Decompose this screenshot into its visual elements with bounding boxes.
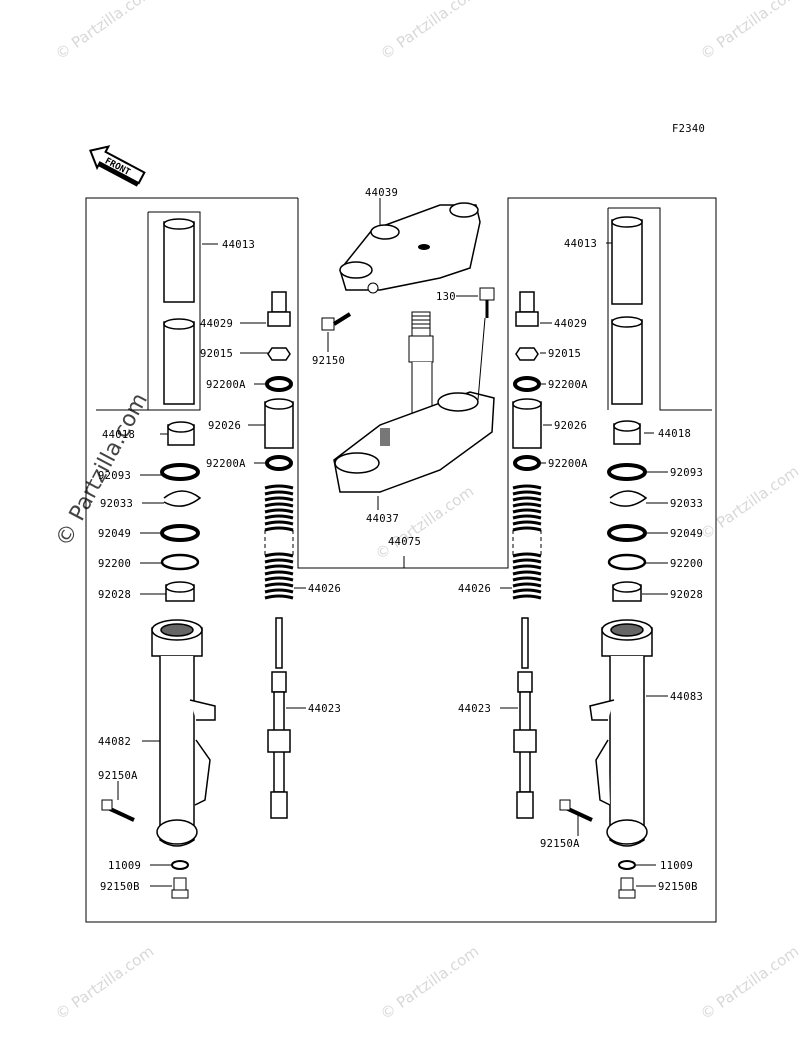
label-right-44023: 44023 [458, 703, 491, 715]
bolt-130-icon [477, 287, 495, 401]
right-fork-parts [607, 420, 648, 602]
label-left-92150B: 92150B [100, 881, 140, 893]
label-right-92200A-2: 92200A [548, 458, 588, 470]
right-center-column [512, 291, 542, 471]
label-right-44018: 44018 [658, 428, 691, 440]
label-right-92093: 92093 [670, 467, 703, 479]
label-left-44013: 44013 [222, 239, 255, 251]
left-outer-tube [151, 619, 216, 847]
watermark: © Partzilla.com [377, 942, 482, 1023]
left-bolts [101, 799, 189, 899]
watermark: © Partzilla.com [52, 942, 157, 1023]
label-right-44029: 44029 [554, 318, 587, 330]
label-left-44082: 44082 [98, 736, 131, 748]
label-left-92150A: 92150A [98, 770, 138, 782]
label-right-11009: 11009 [660, 860, 693, 872]
label-right-92026: 92026 [554, 420, 587, 432]
right-bolts [559, 799, 636, 899]
label-left-44018: 44018 [102, 429, 135, 441]
right-damper-rod [513, 617, 537, 819]
upper-bracket [339, 202, 481, 294]
label-right-92150A: 92150A [540, 838, 580, 850]
label-92150: 92150 [312, 355, 345, 367]
label-left-92093: 92093 [98, 470, 131, 482]
watermark: © Partzilla.com [52, 0, 157, 63]
right-outer-tube [589, 619, 653, 847]
left-fork-parts [160, 421, 202, 602]
watermark: © Partzilla.com [697, 942, 800, 1023]
leader-lines [117, 198, 668, 887]
label-44075: 44075 [388, 536, 421, 548]
label-left-92026: 92026 [208, 420, 241, 432]
right-fork-tube [611, 216, 643, 405]
left-damper-rod [267, 617, 291, 819]
label-left-92015: 92015 [200, 348, 233, 360]
left-center-column [264, 291, 294, 471]
label-left-92028: 92028 [98, 589, 131, 601]
label-left-44026: 44026 [308, 583, 341, 595]
label-left-92200A-1: 92200A [206, 379, 246, 391]
part-labels: 44039 130 92150 44037 44075 44013 44018 … [98, 187, 703, 893]
label-right-44013: 44013 [564, 238, 597, 250]
label-right-92033: 92033 [670, 498, 703, 510]
bolt-92150-icon [321, 312, 352, 331]
label-left-92200: 92200 [98, 558, 131, 570]
label-left-92200A-2: 92200A [206, 458, 246, 470]
label-right-92200: 92200 [670, 558, 703, 570]
label-right-92015: 92015 [548, 348, 581, 360]
label-left-44023: 44023 [308, 703, 341, 715]
diagram-code: F2340 [672, 123, 705, 135]
label-right-92150B: 92150B [658, 881, 698, 893]
label-left-11009: 11009 [108, 860, 141, 872]
watermark: © Partzilla.com [697, 462, 800, 543]
left-fork-tube [163, 218, 195, 405]
label-right-92049: 92049 [670, 528, 703, 540]
label-130: 130 [436, 291, 456, 303]
label-right-44083: 44083 [670, 691, 703, 703]
label-left-92033: 92033 [100, 498, 133, 510]
label-right-92200A-1: 92200A [548, 379, 588, 391]
label-left-44029: 44029 [200, 318, 233, 330]
label-left-92049: 92049 [98, 528, 131, 540]
watermark: © Partzilla.com [377, 0, 482, 63]
front-arrow-icon: FRONT [89, 145, 146, 187]
label-44037: 44037 [366, 513, 399, 525]
label-44039: 44039 [365, 187, 398, 199]
watermark: © Partzilla.com [697, 0, 800, 63]
stem-lower-bracket [333, 311, 495, 493]
label-right-92028: 92028 [670, 589, 703, 601]
label-right-44026: 44026 [458, 583, 491, 595]
assembly-frames [85, 197, 717, 923]
